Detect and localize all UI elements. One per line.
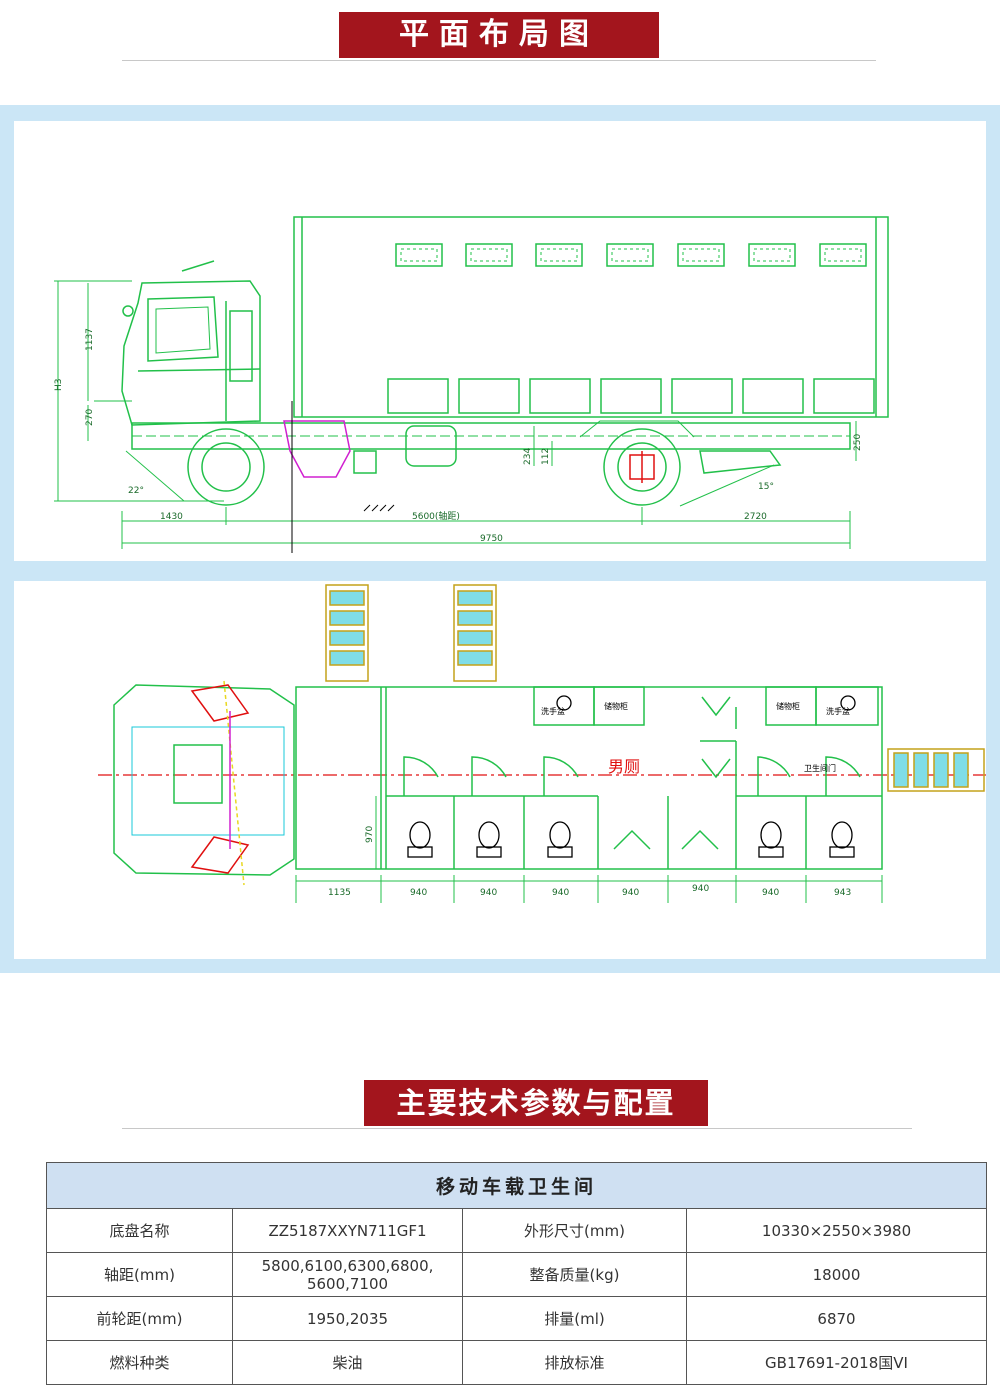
specs-header: 移动车载卫生间 [45,1162,988,1209]
spec-key: 整备质量(kg) [462,1252,687,1297]
spec-value: 柴油 [232,1340,463,1385]
plan-view-panel: 男厕 洗手盆 储物柜 储物柜 洗手盆 卫生间门 970 1135 940 940… [0,565,1000,973]
lower-service-hatches [387,378,875,414]
storage-cabinet-1 [593,686,645,726]
cabinet-label-1: 储物柜 [604,701,628,711]
urinal-4 [681,829,719,850]
spec-value-line-2: 5600,7100 [306,1274,389,1293]
spec-value: 18000 [685,1252,988,1297]
dim-plan-3: 940 [480,888,497,898]
spec-key: 底盘名称 [46,1208,233,1253]
spec-key: 排量(ml) [462,1296,687,1341]
dim-plan-8: 943 [834,888,851,898]
specs-table: 移动车载卫生间 底盘名称 ZZ5187XXYN711GF1 外形尺寸(mm) 1… [45,1162,988,1385]
toilet-fixtures [407,695,856,858]
urinal-2 [701,758,731,779]
sink-cabinet-2 [815,686,879,726]
door-label: 卫生间门 [804,763,836,773]
sink-label-2: 洗手盆 [826,706,850,716]
table-row: 前轮距(mm) 1950,2035 排量(ml) 6870 [46,1296,988,1341]
rear-wheel [603,428,681,506]
dim-stall-depth: 970 [365,826,375,843]
side-view-frame: 1137 H3 270 22° 15° 234 112 250 1430 560… [14,121,986,561]
table-row: 燃料种类 柴油 排放标准 GB17691-2018国VI [46,1340,988,1385]
specs-section-title: 主要技术参数与配置 [364,1080,708,1126]
dim-wheelbase: 5600(轴距) [412,510,460,522]
title-divider [122,60,876,61]
upper-vent-windows [395,243,867,267]
urinal-3 [613,829,651,850]
dim-plan-1: 1135 [328,888,351,898]
dim-plan-6: 940 [692,884,709,894]
dim-middle-3: 250 [853,434,863,451]
cabinet-label-2: 储物柜 [776,701,800,711]
sink-cabinet-1 [533,686,595,726]
dim-plan-2: 940 [410,888,427,898]
room-label: 男厕 [608,757,640,776]
dim-total-height: H3 [54,379,64,392]
plan-layout-drawing: 男厕 洗手盆 储物柜 储物柜 洗手盆 卫生间门 970 1135 940 940… [98,584,986,903]
spec-key: 外形尺寸(mm) [462,1208,687,1253]
spec-value: ZZ5187XXYN711GF1 [232,1208,463,1253]
cab-top-view [113,684,295,876]
spec-value: GB17691-2018国VI [685,1340,988,1385]
spec-key: 排放标准 [462,1340,687,1385]
spec-value: 6870 [685,1296,988,1341]
sink-label-1: 洗手盆 [541,706,565,716]
dim-plan-7: 940 [762,888,779,898]
dim-front-overhang: 1430 [160,512,183,522]
urinal-1 [701,696,731,717]
dim-middle-2: 112 [541,448,551,465]
stall-door-5 [825,756,861,796]
specs-title-divider [122,1128,912,1129]
spec-key: 轴距(mm) [46,1252,233,1297]
side-elevation-drawing: 1137 H3 270 22° 15° 234 112 250 1430 560… [54,216,889,553]
side-view-panel: 1137 H3 270 22° 15° 234 112 250 1430 560… [0,105,1000,571]
plan-view-frame: 男厕 洗手盆 储物柜 储物柜 洗手盆 卫生间门 970 1135 940 940… [14,581,986,959]
dim-plan-5: 940 [622,888,639,898]
dim-rear-overhang: 2720 [744,512,767,522]
dim-total-length: 9750 [480,534,503,544]
entry-stairs [325,584,985,792]
truck-cab [121,280,261,426]
approach-angle: 22° [128,486,144,496]
dim-middle-1: 234 [523,448,533,465]
dim-plan-4: 940 [552,888,569,898]
engine-block [283,420,351,478]
stall-door-4 [757,756,791,796]
spec-key: 前轮距(mm) [46,1296,233,1341]
departure-angle: 15° [758,482,774,492]
dim-height-lower: 270 [85,409,95,426]
stall-door-3 [543,756,579,796]
spec-key: 燃料种类 [46,1340,233,1385]
rear-axle-marker [629,451,655,483]
front-wheel [187,428,265,506]
toilet-box-body [295,686,883,870]
spec-value-line-1: 5800,6100,6300,6800, [261,1256,434,1275]
stall-door-2 [471,756,507,796]
table-row: 轴距(mm) 5800,6100,6300,6800, 5600,7100 整备… [46,1252,988,1297]
dim-height-upper: 1137 [85,328,95,351]
stall-door-1 [403,756,439,796]
specs-header-row: 移动车载卫生间 [45,1162,988,1209]
spec-value: 10330×2550×3980 [685,1208,988,1253]
box-body [293,216,889,418]
table-row: 底盘名称 ZZ5187XXYN711GF1 外形尺寸(mm) 10330×255… [46,1208,988,1253]
layout-section-title: 平面布局图 [339,12,659,58]
spec-value-wheelbase: 5800,6100,6300,6800, 5600,7100 [232,1252,463,1297]
spec-value: 1950,2035 [232,1296,463,1341]
